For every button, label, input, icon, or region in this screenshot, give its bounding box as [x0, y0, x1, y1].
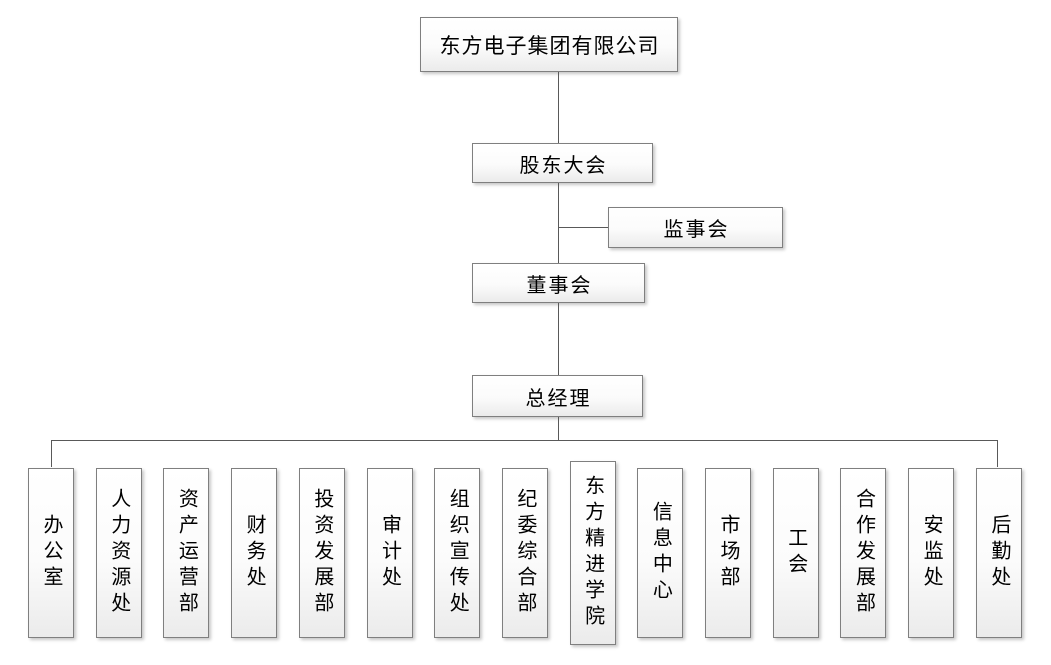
- dept-label: 安监处: [920, 514, 943, 592]
- connector-shareholders-to-board: [558, 183, 559, 263]
- org-node-dept-human-resources: 人力资源处: [95, 468, 142, 638]
- org-node-dept-investment-development: 投资发展部: [298, 468, 345, 638]
- dept-label: 后勤处: [987, 514, 1010, 592]
- dept-label: 合作发展部: [852, 488, 875, 618]
- org-node-shareholders-meeting-label: 股东大会: [519, 154, 608, 177]
- connector-board-to-gm: [558, 303, 559, 375]
- org-node-dept-marketing: 市场部: [705, 468, 752, 638]
- org-node-dept-asset-operations: 资产运营部: [163, 468, 210, 638]
- dept-label: 组织宣传处: [446, 488, 469, 618]
- org-node-general-manager-label: 总经理: [525, 387, 592, 410]
- org-node-dept-discipline-inspection: 纪委综合部: [501, 468, 548, 638]
- dept-label: 财务处: [243, 514, 266, 592]
- org-node-dept-organization-publicity: 组织宣传处: [434, 468, 481, 638]
- org-node-dept-safety-supervision: 安监处: [908, 468, 955, 638]
- dept-label: 资产运营部: [175, 488, 198, 618]
- org-node-supervisory-board: 监事会: [608, 207, 783, 248]
- connector-drop-right: [997, 440, 998, 467]
- org-node-dept-logistics: 后勤处: [975, 468, 1022, 638]
- org-node-supervisory-board-label: 监事会: [663, 219, 730, 241]
- connector-branch-to-supervisory: [559, 227, 608, 228]
- org-node-dept-jingjin-academy: 东方精进学院: [569, 461, 616, 645]
- org-node-general-manager: 总经理: [472, 375, 643, 417]
- dept-label: 人力资源处: [107, 488, 130, 618]
- dept-label: 投资发展部: [310, 488, 333, 618]
- org-node-company: 东方电子集团有限公司: [420, 17, 678, 72]
- org-node-shareholders-meeting: 股东大会: [472, 143, 653, 183]
- connector-department-bus: [51, 440, 997, 441]
- org-node-dept-office: 办公室: [28, 468, 74, 638]
- org-node-dept-finance: 财务处: [231, 468, 278, 638]
- org-node-dept-cooperation-development: 合作发展部: [840, 468, 887, 638]
- dept-label: 市场部: [717, 514, 740, 592]
- dept-label: 纪委综合部: [513, 488, 536, 618]
- org-node-company-label: 东方电子集团有限公司: [439, 33, 660, 58]
- org-node-dept-labor-union: 工会: [772, 468, 819, 638]
- connector-gm-to-bus: [558, 417, 559, 440]
- org-node-board-of-directors-label: 董事会: [526, 274, 593, 297]
- org-node-dept-information-center: 信息中心: [637, 468, 684, 638]
- department-row: 办公室 人力资源处 资产运营部 财务处 投资发展部 审计处 组织宣传处 纪委综合…: [28, 461, 1022, 645]
- dept-label: 办公室: [40, 514, 62, 592]
- dept-label: 信息中心: [649, 501, 672, 605]
- org-node-dept-audit: 审计处: [366, 468, 413, 638]
- connector-company-to-shareholders: [558, 72, 559, 143]
- dept-label: 工会: [784, 527, 807, 579]
- connector-drop-left: [51, 440, 52, 467]
- dept-label: 审计处: [378, 514, 401, 592]
- org-node-board-of-directors: 董事会: [472, 263, 645, 303]
- dept-label: 东方精进学院: [581, 475, 604, 631]
